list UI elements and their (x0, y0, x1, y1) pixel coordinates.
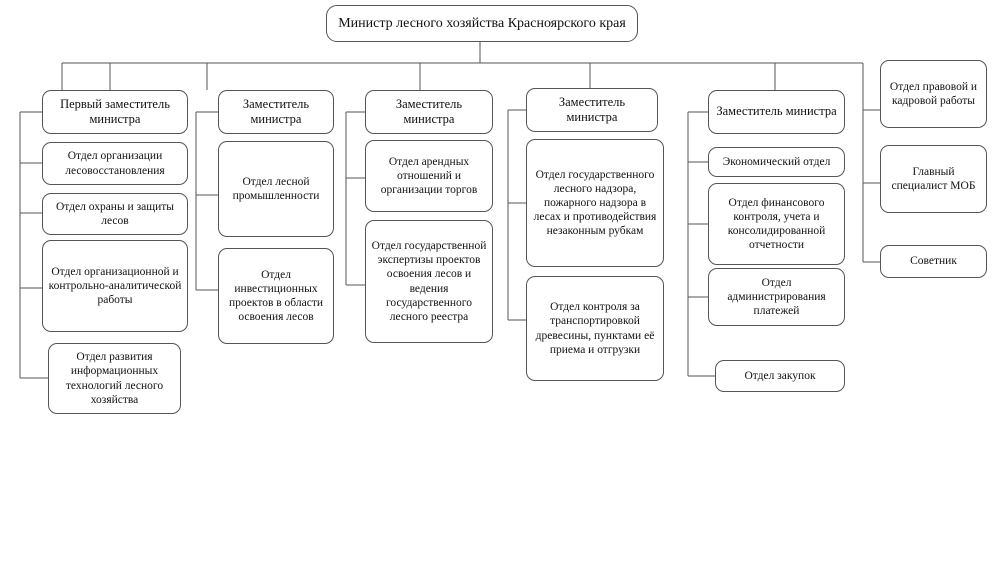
node-col3-unit-1[interactable]: Отдел арендных отношений и организации т… (365, 140, 493, 212)
node-col5-unit-3[interactable]: Отдел администрирования платежей (708, 268, 845, 326)
node-col1-unit-2[interactable]: Отдел охраны и защиты лесов (42, 193, 188, 235)
node-col6-unit-2-label: Главный специалист МОБ (891, 165, 976, 192)
node-col1-head[interactable]: Первый заместитель министра (42, 90, 188, 134)
node-col5-unit-4[interactable]: Отдел закупок (715, 360, 845, 392)
node-root-minister-label: Министр лесного хозяйства Красноярского … (338, 15, 626, 31)
node-col5-head[interactable]: Заместитель министра (708, 90, 845, 134)
node-col6-unit-1-label: Отдел правовой и кадровой работы (889, 80, 978, 107)
node-col4-head-label: Заместитель министра (558, 94, 626, 124)
node-col1-unit-1[interactable]: Отдел организации лесовосстановления (42, 142, 188, 185)
node-col3-unit-2[interactable]: Отдел государственной экспертизы проекто… (365, 220, 493, 343)
node-col3-head-label: Заместитель министра (395, 96, 463, 126)
node-col5-unit-1-label: Экономический отдел (722, 155, 831, 168)
node-col2-unit-1[interactable]: Отдел лесной промышленности (218, 141, 334, 237)
node-col4-unit-2[interactable]: Отдел контроля за транспортировкой древе… (526, 276, 664, 381)
node-col6-unit-1[interactable]: Отдел правовой и кадровой работы (880, 60, 987, 128)
node-col2-head-label: Заместитель министра (242, 96, 310, 126)
node-col2-unit-2-label: Отдел инвестиционных проектов в области … (228, 268, 323, 324)
node-col5-unit-1[interactable]: Экономический отдел (708, 147, 845, 177)
node-col2-unit-2[interactable]: Отдел инвестиционных проектов в области … (218, 248, 334, 344)
node-col5-unit-4-label: Отдел закупок (744, 369, 816, 382)
node-col1-unit-3-label: Отдел организационной и контрольно-анали… (48, 265, 182, 306)
node-col3-head[interactable]: Заместитель министра (365, 90, 493, 134)
node-col1-unit-2-label: Отдел охраны и защиты лесов (55, 200, 174, 227)
node-col6-unit-3-label: Советник (910, 255, 957, 268)
node-col1-unit-1-label: Отдел организации лесовосстановления (65, 150, 165, 177)
node-root-minister[interactable]: Министр лесного хозяйства Красноярского … (326, 5, 638, 42)
node-col4-head[interactable]: Заместитель министра (526, 88, 658, 132)
node-col3-unit-1-label: Отдел арендных отношений и организации т… (380, 155, 478, 196)
node-col4-unit-1[interactable]: Отдел государственного лесного надзора, … (526, 139, 664, 267)
node-col6-unit-2[interactable]: Главный специалист МОБ (880, 145, 987, 213)
node-col5-unit-3-label: Отдел администрирования платежей (727, 276, 826, 317)
node-col5-unit-2-label: Отдел финансового контроля, учета и конс… (727, 196, 826, 252)
node-col5-head-label: Заместитель министра (716, 104, 837, 119)
node-col3-unit-2-label: Отдел государственной экспертизы проекто… (371, 240, 487, 323)
node-col1-unit-4-label: Отдел развития информационных технологий… (65, 351, 164, 406)
node-col1-head-label: Первый заместитель министра (60, 96, 170, 126)
node-col4-unit-2-label: Отдел контроля за транспортировкой древе… (535, 301, 655, 356)
node-col4-unit-1-label: Отдел государственного лесного надзора, … (533, 168, 657, 238)
node-col6-unit-3[interactable]: Советник (880, 245, 987, 278)
node-col1-unit-3[interactable]: Отдел организационной и контрольно-анали… (42, 240, 188, 332)
node-col2-unit-1-label: Отдел лесной промышленности (232, 175, 320, 202)
node-col5-unit-2[interactable]: Отдел финансового контроля, учета и конс… (708, 183, 845, 265)
node-col2-head[interactable]: Заместитель министра (218, 90, 334, 134)
node-col1-unit-4[interactable]: Отдел развития информационных технологий… (48, 343, 181, 414)
